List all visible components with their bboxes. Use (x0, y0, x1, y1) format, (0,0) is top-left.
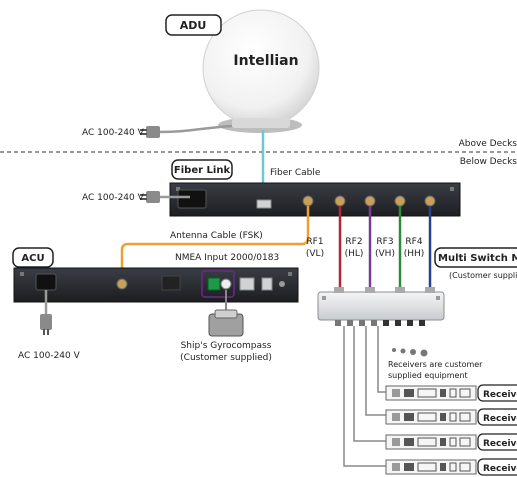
msm-note: (Customer supplied (449, 271, 517, 280)
receivers-note-1: Receivers are customer (388, 360, 483, 369)
gyrocompass-icon (208, 309, 244, 337)
receiver-2-label-box (477, 408, 517, 426)
fiber-cable-label: Fiber Cable (270, 168, 321, 178)
receiver-2-label: Receiver # (483, 414, 517, 424)
receiver-4-label: Receiver # (483, 464, 517, 474)
receiver-1-label-box (477, 384, 517, 402)
fiber-link-power-plug-icon (140, 191, 160, 203)
receiver-3-label-box (477, 433, 517, 451)
fiber-link-label: Fiber Link (174, 165, 231, 176)
receiver-4 (385, 459, 477, 475)
receiver-3 (385, 434, 477, 450)
adu-label-box (165, 14, 222, 36)
msm-output-dots (392, 348, 428, 357)
antenna-cable-label: Antenna Cable (FSK) (170, 231, 263, 241)
acu-port-label-wifi: WiFi (278, 294, 286, 299)
fiber-link-rack (169, 182, 461, 217)
acu-label-box (12, 247, 54, 268)
receiver-4-label-box (477, 458, 517, 476)
antenna-cable (120, 206, 310, 280)
receivers-note-2: supplied equipment (388, 371, 468, 380)
rf3-name: RF3 (376, 237, 393, 247)
below-decks-label: Below Decks (460, 157, 517, 167)
nmea-port-highlight (201, 270, 235, 298)
adu-dome (202, 9, 320, 133)
acu-power-plug-icon (40, 314, 52, 335)
msm-label-box (434, 247, 517, 268)
multi-switch-module (317, 287, 445, 326)
nmea-label: NMEA Input 2000/0183 (175, 253, 279, 263)
acu-port-label-ethernet: ETHERNET (247, 294, 269, 299)
receiver-1-label: Receiver # (483, 390, 517, 400)
rf1-pol: (VL) (306, 249, 324, 259)
rf1-name: RF1 (306, 237, 323, 247)
above-decks-label: Above Decks (459, 139, 517, 149)
fiber-link-label-box (171, 159, 233, 180)
msm-label: Multi Switch Modul (438, 253, 517, 264)
acu-rack (13, 267, 299, 303)
fiber-link-rf-ports (302, 195, 436, 207)
receiver-2 (385, 409, 477, 425)
acu-port-label-antenna-rf: Antenna RF (110, 294, 134, 299)
receiver-1 (385, 385, 477, 401)
ac-label-bottom: AC 100-240 V (18, 351, 81, 361)
ac-label-mid: AC 100-240 V (82, 193, 145, 203)
rf4-name: RF4 (405, 237, 422, 247)
rf2-pol: (HL) (345, 249, 364, 259)
gyro-label-2: (Customer supplied) (180, 353, 272, 363)
adu-power-plug-icon (140, 126, 160, 138)
adu-label: ADU (180, 19, 207, 32)
receiver-cables (343, 326, 386, 467)
adu-brand-logo: Intellian (233, 53, 298, 69)
rf2-name: RF2 (345, 237, 362, 247)
receiver-3-label: Receiver # (483, 439, 517, 449)
ac-label-top: AC 100-240 V (82, 128, 145, 138)
rf4-pol: (HH) (404, 249, 425, 259)
adu-power-cord (159, 124, 233, 134)
gyro-label-1: Ship's Gyrocompass (181, 341, 272, 351)
acu-label: ACU (21, 253, 44, 264)
rf3-pol: (VH) (375, 249, 395, 259)
